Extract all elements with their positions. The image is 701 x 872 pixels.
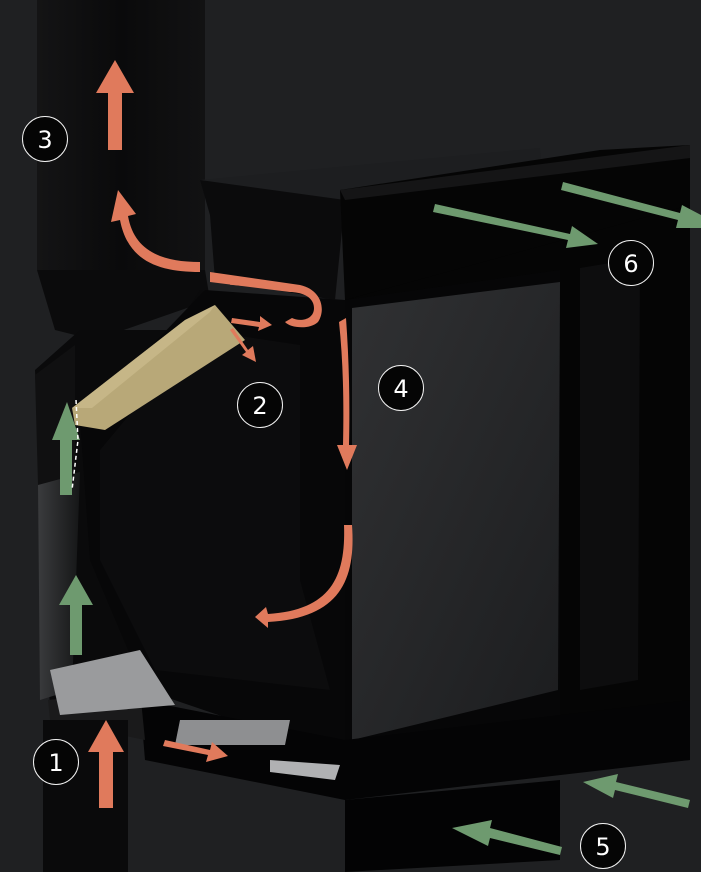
- glass-window: [352, 282, 560, 740]
- chimney-pipe: [37, 0, 210, 340]
- callout-2: 2: [237, 382, 283, 428]
- callout-3: 3: [22, 116, 68, 162]
- callout-1: 1: [33, 739, 79, 785]
- callout-6: 6: [608, 240, 654, 286]
- callout-4: 4: [378, 365, 424, 411]
- callout-5: 5: [580, 823, 626, 869]
